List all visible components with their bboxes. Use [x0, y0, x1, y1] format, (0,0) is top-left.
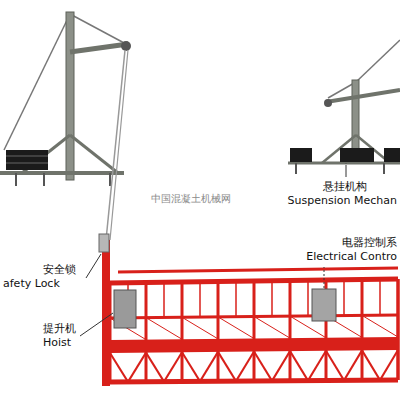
leader-line [324, 267, 325, 288]
brace [362, 315, 398, 337]
rail-post [109, 283, 112, 382]
brace [236, 352, 254, 382]
tie-wire [4, 14, 70, 150]
brace [326, 351, 344, 381]
brace [290, 351, 308, 381]
wire-rope [106, 50, 125, 240]
brace [308, 351, 326, 381]
counterweight-seam [6, 163, 48, 164]
part-label: 提升机 [42, 322, 77, 335]
rail-bar [307, 280, 309, 316]
watermark: 中国混凝土机械网 [150, 192, 232, 205]
support-foot [43, 173, 45, 186]
pulley [324, 99, 332, 107]
frame-post [66, 12, 74, 180]
frame-leg [70, 135, 118, 173]
rail-post [397, 279, 400, 380]
part-label: 悬挂机构 [322, 180, 368, 193]
brace [218, 352, 236, 381]
leader-line [80, 313, 113, 336]
rail-bar [163, 282, 165, 317]
part-label: Suspension Mechan [287, 194, 398, 207]
brace [128, 353, 146, 382]
brace [380, 350, 398, 380]
rail-bar [199, 282, 201, 317]
brace [182, 317, 218, 339]
rail-bar [271, 281, 273, 317]
rail-bar [235, 281, 237, 316]
leader-line [346, 165, 347, 177]
support-foot [15, 173, 17, 186]
rail-post [181, 282, 184, 382]
tie-wire [70, 14, 126, 44]
brace [200, 352, 218, 382]
support-foot [346, 163, 347, 164]
back-rail [118, 268, 398, 272]
hoist [114, 290, 136, 328]
part-label: Hoist [42, 336, 72, 349]
rail-post [217, 282, 220, 382]
rail-bar [379, 279, 381, 315]
brace [218, 317, 254, 339]
brace [164, 352, 182, 381]
end-stirrup [102, 240, 110, 386]
rail-post [289, 281, 292, 381]
brace [146, 318, 182, 340]
counterweight-seam [6, 156, 48, 157]
front-beam [70, 44, 128, 52]
pulley [121, 41, 131, 51]
brace [182, 352, 200, 381]
brace [110, 353, 128, 382]
part-label: 电器控制系 [341, 236, 398, 249]
counterweight [340, 148, 374, 162]
brace [254, 352, 272, 381]
leader-line [86, 254, 101, 278]
brace [362, 350, 380, 380]
rail-post [253, 281, 256, 381]
part-label: 安全锁 [42, 263, 77, 276]
front-beam [326, 90, 400, 102]
platform-frame [102, 240, 398, 386]
counterweight [6, 150, 48, 170]
brace [272, 351, 290, 381]
counterweight [384, 148, 400, 162]
counterweight [290, 148, 312, 162]
brace [254, 317, 290, 339]
base-beam [0, 171, 124, 175]
rail-post [145, 283, 148, 382]
rail-bar [343, 280, 345, 316]
support-foot [295, 163, 297, 174]
support-foot [109, 173, 111, 186]
rail-post [361, 280, 364, 381]
wire-rope [110, 50, 128, 240]
tie-wire [356, 40, 400, 82]
part-label: afety Lock [2, 277, 61, 290]
electrical-control-box [312, 289, 336, 321]
part-label: Electrical Contro [305, 250, 398, 263]
rail-post [397, 279, 400, 380]
brace [146, 353, 164, 382]
support-foot [383, 163, 385, 174]
brace [344, 350, 362, 380]
safety-lock [99, 234, 109, 252]
